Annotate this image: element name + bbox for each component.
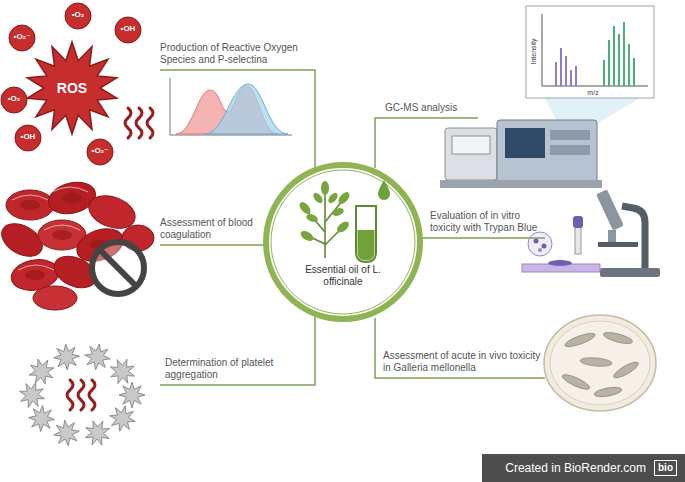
- credit-badge: Created in BioRender.com bio: [482, 454, 685, 482]
- radical-label: •O₂: [0, 94, 29, 104]
- platelet: [85, 421, 109, 445]
- ros-burst: [1, 3, 153, 165]
- stop-symbol: [92, 242, 144, 294]
- platelet: [85, 344, 111, 370]
- step-label: Evaluation of in vitro toxicity with Try…: [430, 210, 542, 234]
- platelet: [54, 344, 80, 370]
- radical-label: •OH: [13, 132, 43, 142]
- step-label: GC-MS analysis: [385, 102, 485, 114]
- platelet: [29, 406, 55, 432]
- text-holder: Essential oil of L. officinale: [269, 264, 417, 288]
- axis-label: m/z: [578, 88, 608, 97]
- heat-waves: [67, 380, 95, 410]
- step-label: Production of Reactive Oxygen Species an…: [160, 42, 305, 66]
- platelet: [110, 406, 136, 431]
- credit-text: Created in BioRender.com: [505, 461, 646, 475]
- leader-lines: [160, 70, 545, 385]
- step-label: Determination of platelet aggregation: [165, 357, 305, 381]
- step-label: Assessment of blood coagulation: [160, 217, 260, 241]
- logo-mark: bio: [654, 460, 677, 476]
- gc-ms-instrument: [440, 98, 640, 188]
- platelet: [20, 383, 45, 408]
- platelet: [29, 359, 54, 384]
- platelet: [54, 420, 80, 446]
- step-label: Assessment of acute in vivo toxicity in …: [383, 350, 543, 374]
- blood-cells: [0, 177, 154, 310]
- radical-label: •O₂⁻: [7, 32, 37, 42]
- center-label: Essential oil of L. officinale: [304, 264, 382, 288]
- radical-label: •O₂: [63, 10, 93, 20]
- platelet: [119, 382, 145, 408]
- central-circle: Essential oil of L. officinale: [263, 162, 423, 322]
- radical-label: •O₂⁻: [85, 146, 115, 156]
- petri-dish: [544, 315, 656, 411]
- axis-label: Intensity: [529, 27, 538, 77]
- platelets: [20, 344, 146, 446]
- ros-label: ROS: [47, 80, 97, 96]
- microscope: [596, 189, 660, 277]
- radical-label: •OH: [113, 24, 143, 34]
- flow-histogram: [170, 78, 292, 135]
- mass-spectrum: [526, 6, 654, 98]
- central-illustration: [265, 164, 421, 320]
- platelet: [110, 359, 134, 383]
